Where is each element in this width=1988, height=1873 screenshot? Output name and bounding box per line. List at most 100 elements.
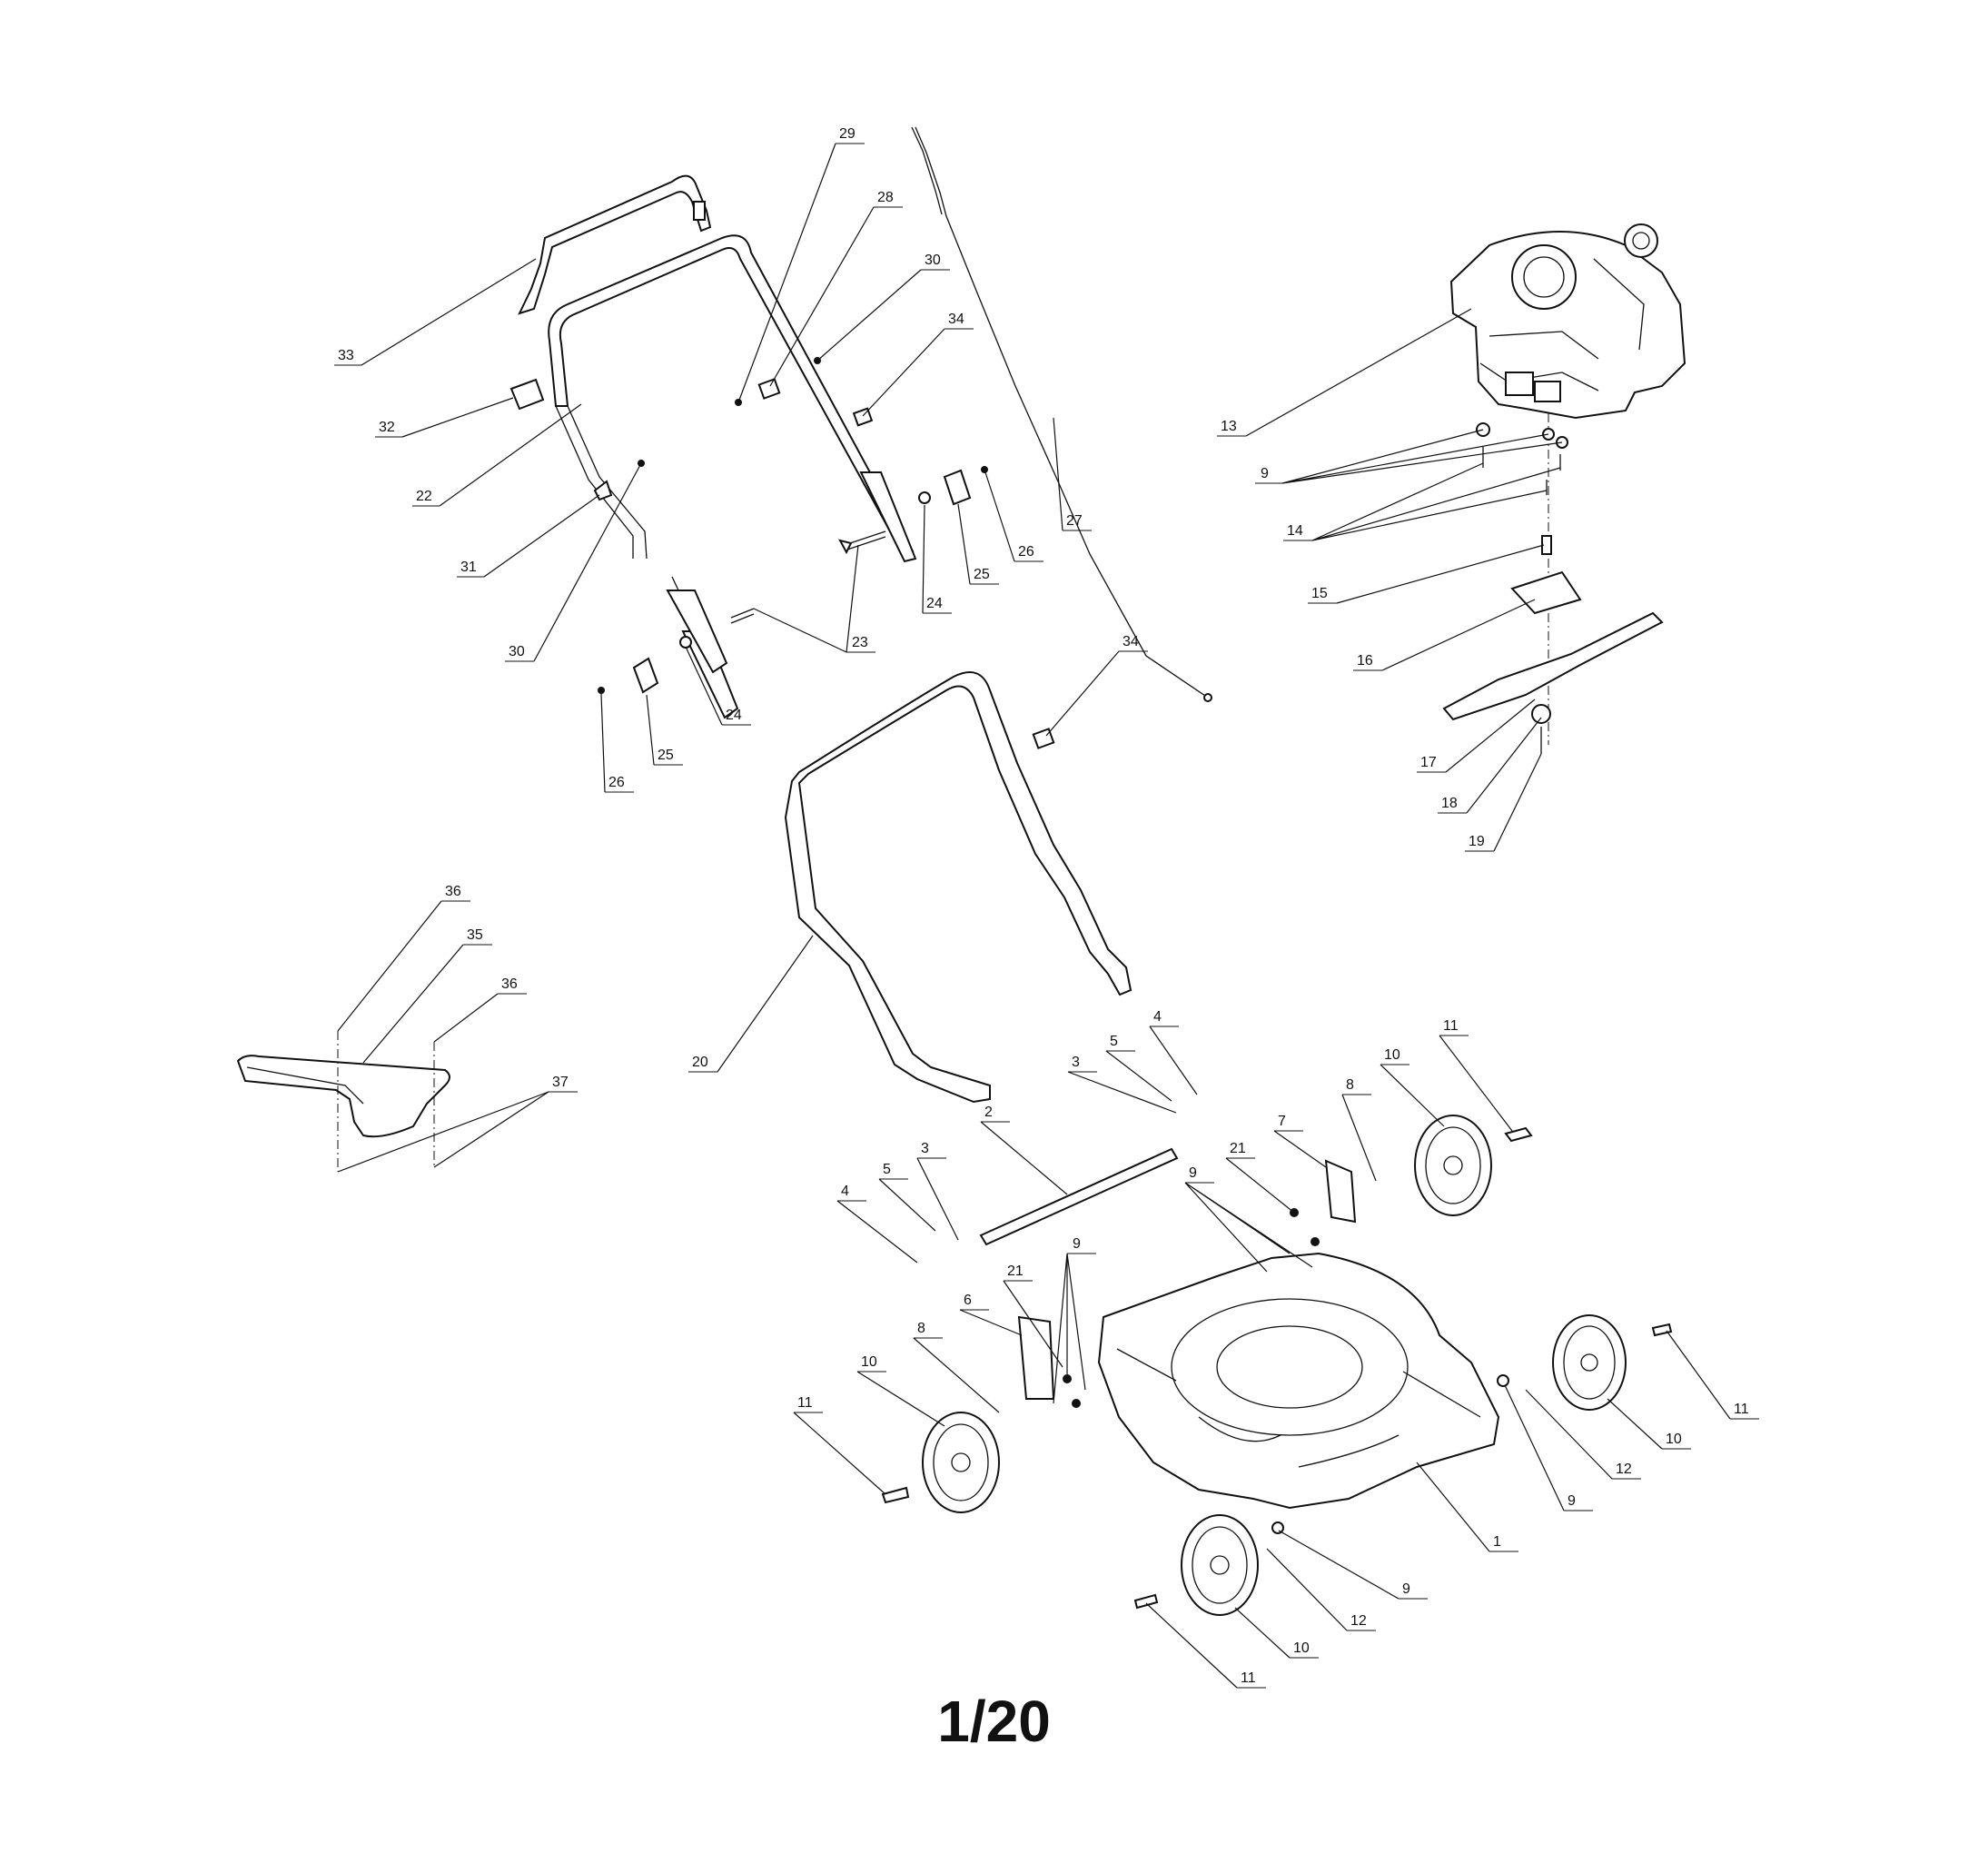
callouts: 29 28 30 34 33 32 22 31 30 27 26 25 24 2…	[334, 126, 1759, 1689]
callout-32: 32	[375, 397, 514, 438]
callout-33: 33	[334, 258, 537, 366]
svg-text:10: 10	[861, 1354, 877, 1370]
svg-text:34: 34	[948, 312, 964, 327]
callout-9-front: 9	[1278, 1530, 1428, 1600]
svg-text:11: 11	[797, 1395, 813, 1411]
callout-27: 27	[1053, 417, 1092, 531]
svg-text:9: 9	[1189, 1165, 1197, 1181]
upper-handle	[548, 234, 917, 719]
callout-23: 23	[753, 544, 875, 653]
callout-11-front-left: 11	[793, 1395, 886, 1495]
svg-text:11: 11	[1443, 1018, 1459, 1034]
svg-text:9: 9	[1402, 1581, 1410, 1597]
callout-6: 6	[959, 1293, 1023, 1336]
callout-9-adjuster: 9	[1184, 1165, 1313, 1273]
callout-34: 34	[862, 312, 974, 417]
callout-24: 24	[922, 504, 952, 614]
control-bail-bar	[518, 174, 712, 315]
svg-text:20: 20	[692, 1055, 708, 1070]
svg-text:17: 17	[1420, 755, 1437, 770]
svg-text:2: 2	[984, 1105, 993, 1120]
wheel-rear-far	[1552, 1314, 1627, 1411]
svg-text:10: 10	[1293, 1640, 1310, 1656]
callout-9-rear: 9	[1504, 1384, 1593, 1511]
svg-text:3: 3	[921, 1141, 929, 1156]
svg-text:11: 11	[1241, 1670, 1256, 1686]
svg-text:26: 26	[608, 775, 625, 790]
svg-text:1: 1	[1493, 1534, 1501, 1550]
svg-text:9: 9	[1261, 466, 1269, 481]
svg-text:11: 11	[1734, 1402, 1749, 1417]
callout-3-lower: 3	[916, 1141, 959, 1241]
svg-text:4: 4	[841, 1184, 849, 1199]
callout-24-lower: 24	[685, 646, 751, 726]
svg-text:32: 32	[379, 420, 395, 435]
svg-text:21: 21	[1007, 1264, 1024, 1279]
callout-36: 36	[337, 884, 470, 1032]
callout-21: 21	[1225, 1141, 1295, 1214]
callout-30-lower: 30	[505, 462, 642, 662]
svg-text:10: 10	[1666, 1432, 1682, 1447]
svg-text:5: 5	[883, 1162, 891, 1177]
callout-18: 18	[1438, 717, 1542, 814]
callout-10-rear-far: 10	[1607, 1398, 1691, 1450]
svg-text:16: 16	[1357, 653, 1373, 669]
callout-10: 10	[1380, 1047, 1445, 1127]
svg-text:10: 10	[1384, 1047, 1400, 1063]
svg-text:8: 8	[917, 1321, 925, 1336]
wheel-rear-right	[1414, 1115, 1492, 1216]
callout-11-front-near: 11	[1145, 1602, 1266, 1689]
rear-deflector	[236, 1031, 450, 1172]
svg-text:5: 5	[1110, 1034, 1118, 1049]
callout-12-front: 12	[1266, 1548, 1376, 1631]
callout-21-lower: 21	[1003, 1264, 1063, 1368]
svg-text:37: 37	[552, 1075, 569, 1090]
svg-text:15: 15	[1311, 586, 1328, 601]
svg-text:23: 23	[852, 635, 868, 650]
callout-12: 12	[1525, 1389, 1641, 1480]
blade-assembly	[1442, 413, 1664, 754]
svg-text:30: 30	[509, 644, 525, 659]
svg-text:33: 33	[338, 348, 354, 363]
callout-1: 1	[1416, 1462, 1518, 1552]
svg-text:6: 6	[964, 1293, 972, 1308]
callout-26: 26	[984, 469, 1043, 562]
svg-text:22: 22	[416, 489, 432, 504]
svg-text:30: 30	[925, 253, 941, 268]
wheel-front-near	[1181, 1514, 1259, 1616]
svg-text:36: 36	[445, 884, 461, 899]
callout-22: 22	[412, 403, 582, 507]
mower-deck	[1097, 1252, 1500, 1510]
callout-20: 20	[688, 935, 814, 1073]
callout-37: 37	[337, 1075, 578, 1173]
callout-29: 29	[737, 126, 865, 403]
wheels	[881, 1115, 1673, 1616]
callout-36-right: 36	[433, 976, 527, 1043]
svg-text:8: 8	[1346, 1077, 1354, 1093]
callout-35: 35	[362, 927, 492, 1064]
callout-17: 17	[1417, 699, 1536, 773]
callout-10-front-near: 10	[1234, 1607, 1319, 1659]
svg-text:26: 26	[1018, 544, 1034, 560]
callout-8: 8	[1341, 1077, 1377, 1182]
callout-14: 14	[1283, 462, 1561, 541]
svg-text:34: 34	[1123, 634, 1139, 649]
svg-text:27: 27	[1066, 513, 1083, 529]
callout-30: 30	[816, 253, 950, 362]
callout-9-engine: 9	[1255, 429, 1563, 484]
callout-4-lower: 4	[836, 1184, 918, 1264]
control-cable	[911, 126, 1212, 702]
callout-28: 28	[769, 190, 903, 387]
svg-text:19: 19	[1469, 834, 1485, 849]
callout-25-lower: 25	[646, 694, 683, 766]
svg-text:7: 7	[1278, 1114, 1286, 1129]
svg-text:14: 14	[1287, 523, 1303, 539]
lower-handle	[784, 671, 1132, 1104]
callout-2: 2	[980, 1105, 1068, 1195]
axle-and-adjusters	[979, 1147, 1509, 1534]
callout-7: 7	[1273, 1114, 1327, 1168]
svg-text:4: 4	[1153, 1009, 1162, 1025]
svg-text:25: 25	[974, 567, 990, 582]
callout-10-front-left: 10	[856, 1354, 945, 1427]
